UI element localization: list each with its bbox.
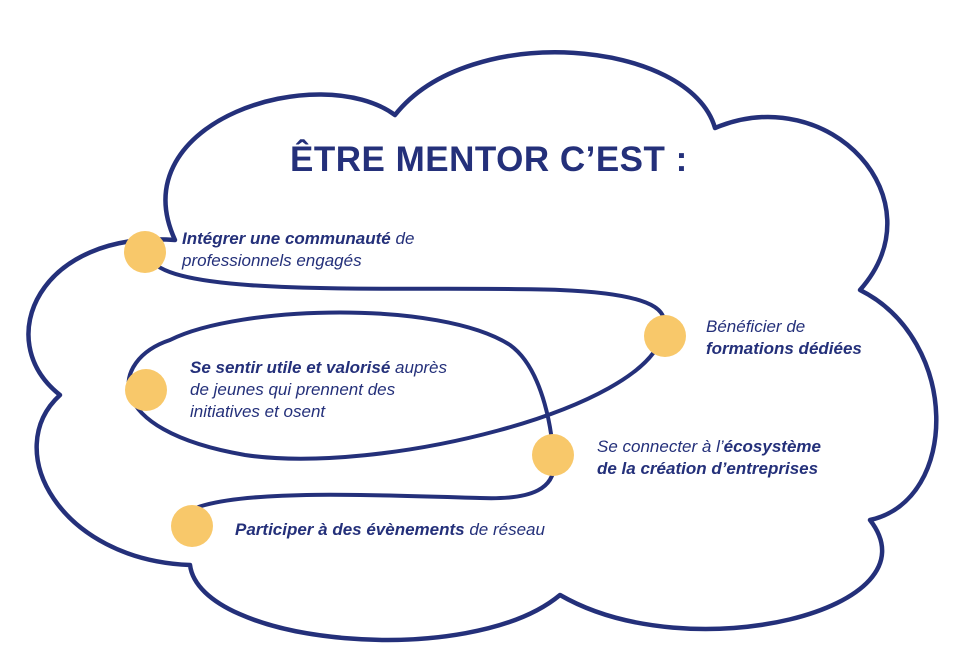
item-useful: Se sentir utile et valorisé auprès de je… xyxy=(190,357,447,423)
item-community-rest: de xyxy=(390,229,415,248)
item-useful-bold: Se sentir utile et valorisé xyxy=(190,358,391,377)
item-useful-line3: initiatives et osent xyxy=(190,402,326,421)
item-useful-rest: auprès xyxy=(390,358,448,377)
dot-4 xyxy=(532,434,574,476)
item-ecosystem: Se connecter à l’écosystème de la créati… xyxy=(597,436,821,480)
item-ecosystem-bold: écosystème xyxy=(723,437,821,456)
journey-line xyxy=(126,256,667,527)
dot-3 xyxy=(125,369,167,411)
dot-2 xyxy=(644,315,686,357)
cloud-outline xyxy=(26,50,939,643)
item-events-rest: de réseau xyxy=(464,520,545,539)
dot-1 xyxy=(124,231,166,273)
item-ecosystem-plain: Se connecter à l’ xyxy=(597,437,724,456)
item-community: Intégrer une communauté de professionnel… xyxy=(182,228,414,272)
item-ecosystem-bold2: de la création d’entreprises xyxy=(597,459,819,478)
item-events-bold: Participer à des évènements xyxy=(235,520,465,539)
item-useful-line2: de jeunes qui prennent des xyxy=(190,380,396,399)
item-events: Participer à des évènements de réseau xyxy=(235,519,545,541)
item-community-line2: professionnels engagés xyxy=(182,251,362,270)
diagram-title: ÊTRE MENTOR C’EST : xyxy=(290,140,688,179)
item-training: Bénéficier de formations dédiées xyxy=(706,316,862,360)
item-training-bold: formations dédiées xyxy=(706,339,862,358)
dot-5 xyxy=(171,505,213,547)
item-training-plain: Bénéficier de xyxy=(706,317,806,336)
item-community-bold: Intégrer une communauté xyxy=(182,229,391,248)
